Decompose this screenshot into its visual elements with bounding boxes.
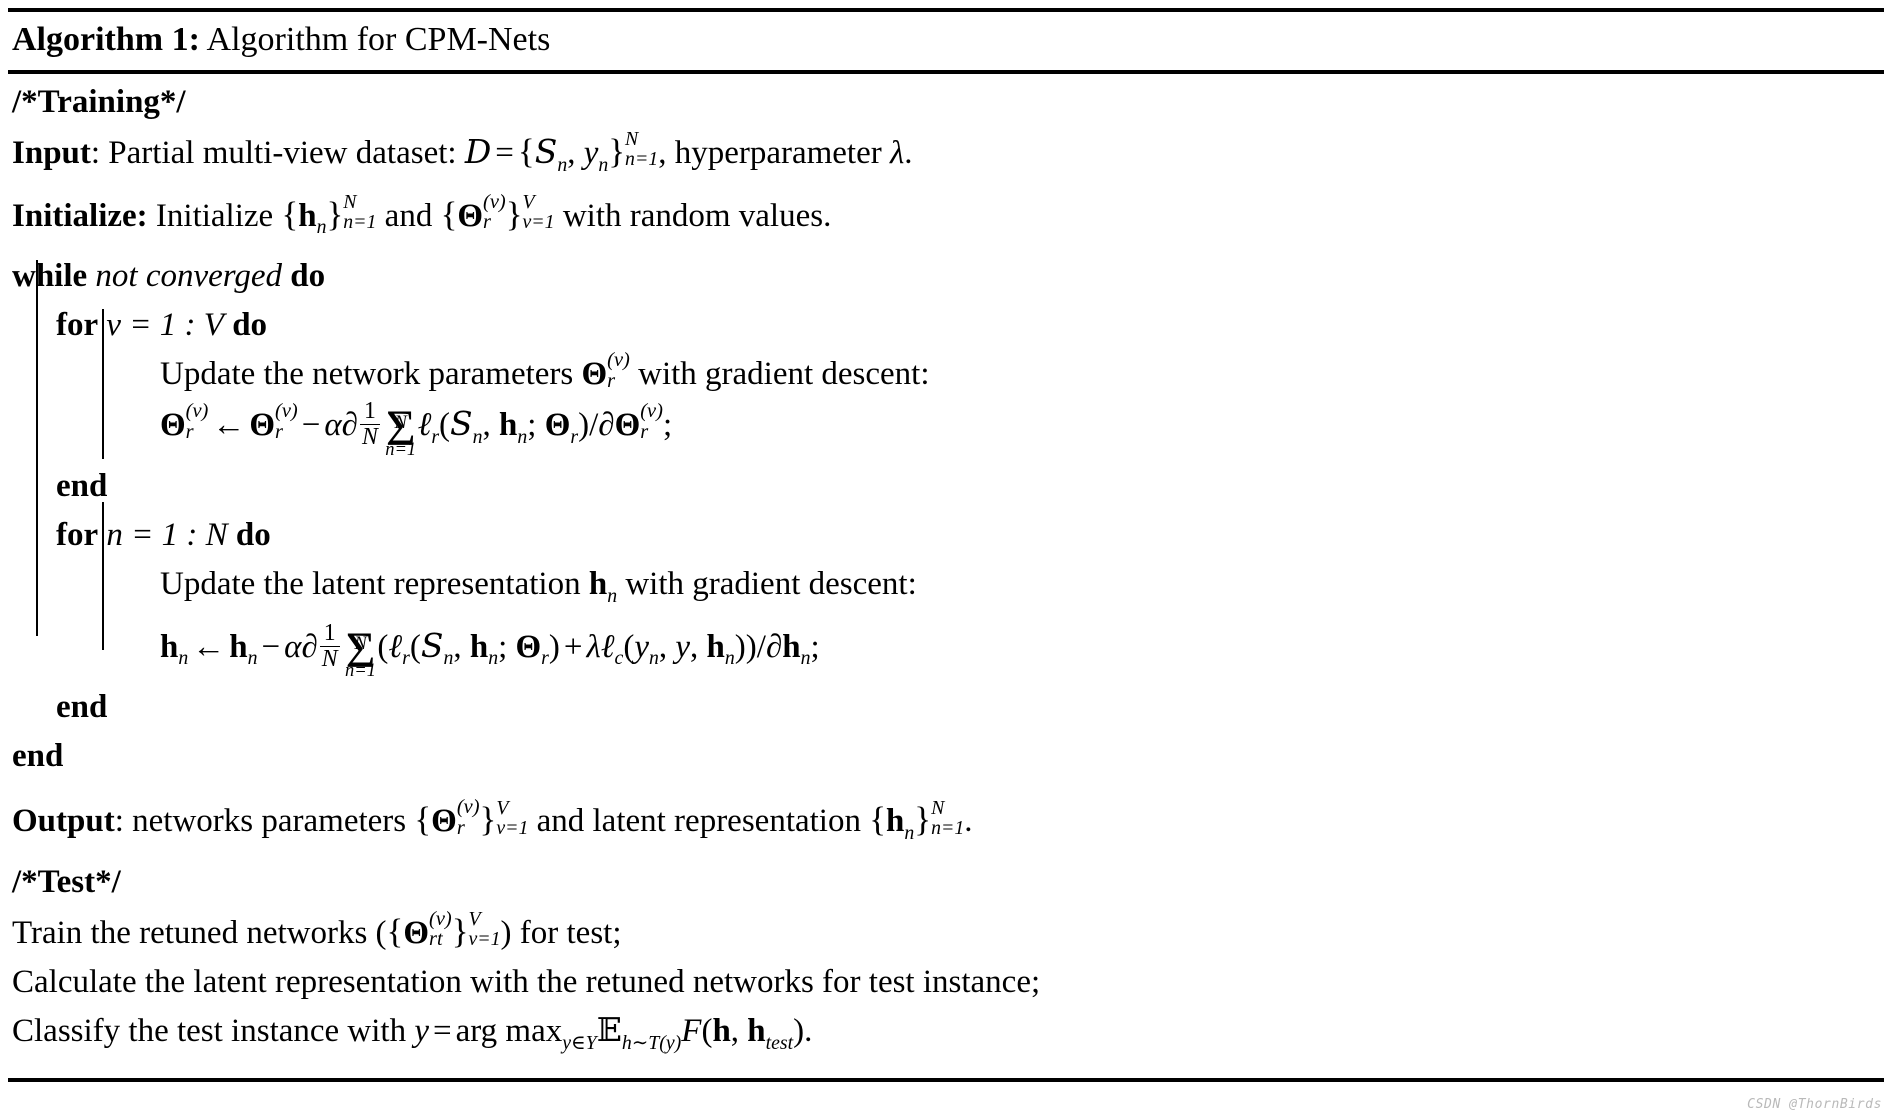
output-period: .	[964, 803, 973, 840]
caption-title: Algorithm for CPM-Nets	[206, 21, 551, 58]
output-label: Output	[12, 803, 115, 840]
test-line-2-text: Calculate the latent representation with…	[12, 963, 1041, 1000]
for-n-indent-guide	[102, 502, 104, 650]
algorithm-body: /*Training*/ Input: Partial multi-view d…	[8, 74, 1884, 1078]
update-h-tail: with gradient descent:	[617, 565, 917, 602]
initialize-tail: with random values.	[554, 197, 832, 234]
test-line-2: Calculate the latent representation with…	[12, 958, 1880, 1007]
for-n-do-keyword: do	[235, 516, 271, 553]
training-comment-line: /*Training*/	[12, 78, 1880, 127]
initialize-and: and	[376, 197, 441, 234]
end-for-v-line: end	[12, 462, 1880, 511]
caption-label: Algorithm 1:	[12, 21, 200, 58]
input-lambda: λ	[889, 135, 905, 171]
test-line-3-prefix: Classify the test instance with	[12, 1012, 415, 1049]
input-tail: , hyperparameter	[658, 135, 890, 171]
end-while-line: end	[12, 732, 1880, 781]
output-and: and latent representation	[528, 803, 870, 840]
end-for-v: end	[56, 467, 108, 504]
input-period: .	[904, 135, 913, 171]
top-rule	[8, 8, 1884, 12]
test-line-1-prefix: Train the retuned networks (	[12, 914, 387, 951]
end-for-n: end	[56, 689, 108, 726]
bottom-rule	[8, 1077, 1884, 1082]
for-n-line: for n = 1 : N do	[12, 511, 1880, 560]
for-v-do-keyword: do	[232, 307, 268, 344]
while-line: while not converged do	[12, 252, 1880, 301]
for-v-range: v = 1 : V	[106, 307, 224, 344]
initialize-label: Initialize:	[12, 197, 148, 234]
for-n-range: n = 1 : N	[106, 516, 228, 553]
classify-formula: y=arg maxy∈Y𝔼h∼T(y)F(h, htest)	[414, 1012, 805, 1054]
update-h-text-line: Update the latent representation hn with…	[12, 560, 1880, 621]
watermark: CSDN @ThornBirds	[1747, 1097, 1882, 1112]
input-text: : Partial multi-view dataset:	[90, 135, 465, 171]
for-v-keyword: for	[56, 307, 99, 344]
test-comment: /*Test*/	[12, 863, 121, 900]
initialize-text: Initialize	[147, 197, 282, 234]
algorithm-block: Algorithm 1: Algorithm for CPM-Nets /*Tr…	[8, 8, 1884, 1082]
end-while: end	[12, 738, 64, 775]
update-theta-text: Update the network parameters	[160, 356, 582, 393]
input-line: Input: Partial multi-view dataset: D={Sn…	[12, 127, 1880, 190]
while-condition: not converged	[95, 258, 283, 295]
while-indent-guide	[36, 260, 38, 636]
for-v-line: for v = 1 : V do	[12, 301, 1880, 350]
test-line-3: Classify the test instance with y=arg ma…	[12, 1007, 1880, 1068]
update-theta-tail: with gradient descent:	[629, 356, 930, 393]
for-n-keyword: for	[56, 516, 99, 553]
output-text: : networks parameters	[114, 803, 415, 840]
update-theta-text-line: Update the network parameters Θ(v)r with…	[12, 350, 1880, 399]
h-symbol: hn	[588, 565, 618, 607]
while-do-keyword: do	[290, 258, 326, 295]
theta-symbol: Θ(v)r	[581, 349, 630, 393]
for-v-indent-guide	[102, 309, 104, 459]
training-comment: /*Training*/	[12, 84, 186, 120]
input-label: Input	[12, 135, 91, 171]
algorithm-caption: Algorithm 1: Algorithm for CPM-Nets	[8, 12, 1884, 70]
test-line-3-suffix: .	[804, 1012, 813, 1049]
test-line-1-suffix: ) for test;	[500, 914, 622, 951]
update-h-text: Update the latent representation	[160, 565, 589, 602]
while-keyword: while	[12, 258, 88, 295]
caption-rule	[8, 70, 1884, 74]
test-comment-line: /*Test*/	[12, 858, 1880, 907]
end-for-n-line: end	[12, 683, 1880, 732]
spacer	[12, 781, 1880, 795]
